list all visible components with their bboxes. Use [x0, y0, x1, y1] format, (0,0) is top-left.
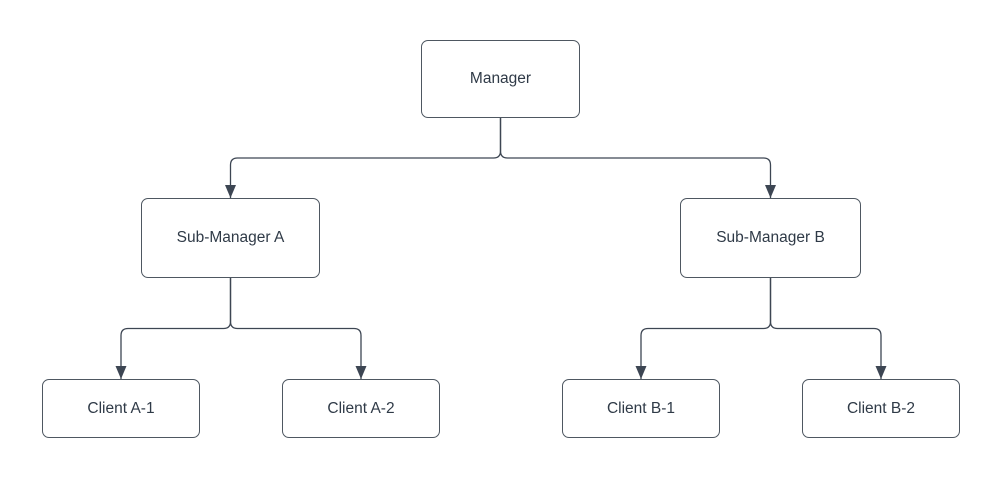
- node-client-a1: Client A-1: [42, 379, 200, 438]
- node-label: Client A-1: [87, 399, 155, 417]
- edge-sub-b-to-client-b2: [769, 278, 887, 379]
- node-label: Client B-2: [846, 399, 916, 417]
- node-client-b1: Client B-1: [562, 379, 720, 438]
- node-manager: Manager: [421, 40, 580, 118]
- edge-manager-to-sub-a: [225, 118, 502, 198]
- node-label: Manager: [469, 70, 532, 88]
- node-sub-b: Sub-Manager B: [680, 198, 861, 278]
- edge-sub-a-to-client-a2: [229, 278, 367, 379]
- node-label: Sub-Manager B: [716, 229, 825, 247]
- node-label: Sub-Manager A: [176, 229, 285, 247]
- node-sub-a: Sub-Manager A: [141, 198, 320, 278]
- edge-sub-b-to-client-b1: [635, 278, 772, 379]
- node-label: Client A-2: [327, 399, 395, 417]
- node-label: Client B-1: [606, 399, 676, 417]
- edge-manager-to-sub-b: [499, 118, 776, 198]
- edge-sub-a-to-client-a1: [115, 278, 232, 379]
- node-client-b2: Client B-2: [802, 379, 960, 438]
- node-client-a2: Client A-2: [282, 379, 440, 438]
